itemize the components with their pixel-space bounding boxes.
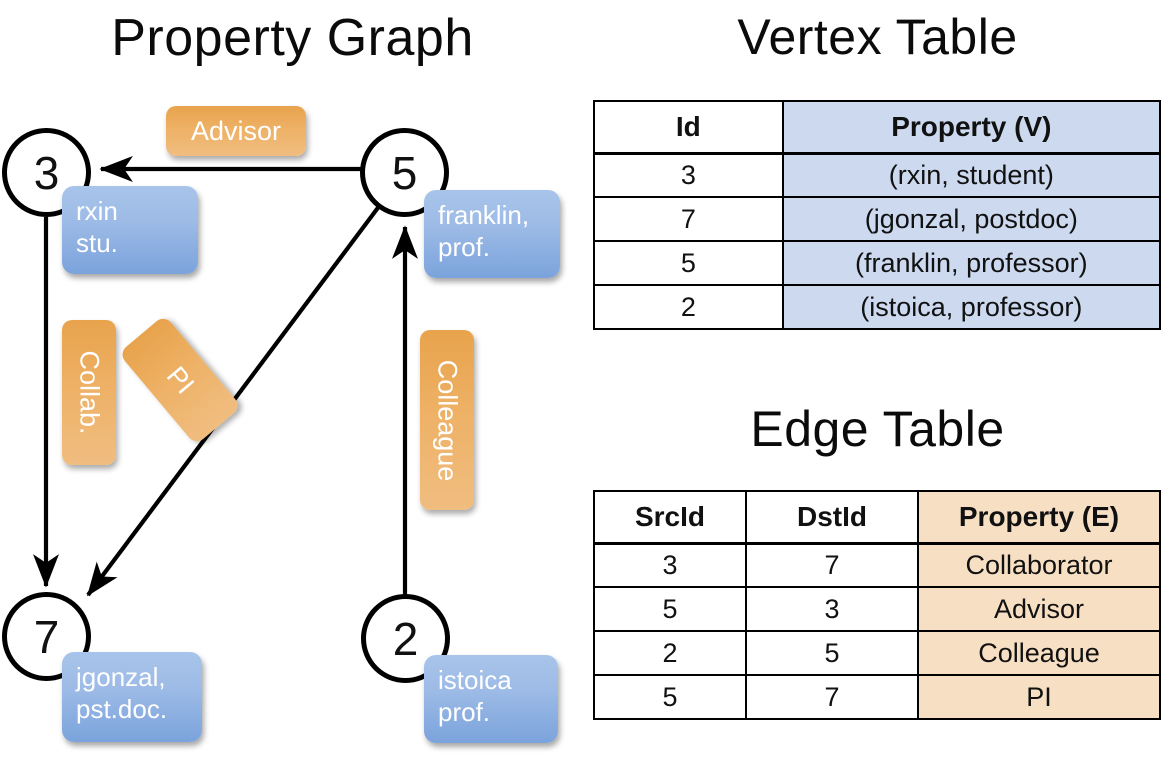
- edge-cell-dstid: 7: [745, 674, 919, 720]
- table-row[interactable]: 7 (jgonzal, postdoc): [593, 196, 1162, 242]
- edge-label-collab: Collab.: [62, 320, 116, 465]
- edge-cell-property: Advisor: [917, 586, 1161, 632]
- vertex-cell-id: 3: [593, 152, 784, 198]
- node-property-istoica-line2: prof.: [438, 696, 491, 727]
- edge-cell-property: Colleague: [917, 630, 1161, 676]
- graph-node-2-label: 2: [392, 612, 419, 665]
- edge-cell-dstid: 3: [745, 586, 919, 632]
- vertex-cell-id: 2: [593, 284, 784, 330]
- table-row[interactable]: 5 (franklin, professor): [593, 240, 1162, 286]
- edge-label-colleague-text: Colleague: [432, 359, 463, 481]
- edge-label-advisor-text: Advisor: [190, 115, 282, 146]
- graph-node-7-label: 7: [33, 610, 60, 663]
- node-property-jgonzal-line1: jgonzal,: [76, 662, 166, 692]
- graph-node-5-label: 5: [391, 146, 418, 199]
- page-title-property-graph: Property Graph: [111, 9, 474, 67]
- graph-node-3-label: 3: [33, 146, 60, 199]
- vertex-table-header-row: Id Property (V): [593, 100, 1162, 155]
- edge-label-pi-text: PI: [160, 360, 201, 400]
- edge-cell-dstid: 5: [745, 630, 919, 676]
- vertex-cell-id: 5: [593, 240, 784, 286]
- vertex-cell-property: (jgonzal, postdoc): [781, 196, 1162, 242]
- edge-cell-srcid: 5: [593, 586, 747, 632]
- vertex-table-header-property: Property (V): [781, 100, 1162, 155]
- edge-cell-property: Collaborator: [917, 542, 1161, 588]
- node-property-jgonzal-line2: pst.doc.: [76, 693, 168, 724]
- vertex-cell-property: (franklin, professor): [781, 240, 1162, 286]
- node-property-franklin-line1: franklin,: [438, 200, 530, 230]
- edge-label-collab-text: Collab.: [74, 350, 105, 435]
- edge-cell-srcid: 2: [593, 630, 747, 676]
- node-property-box-istoica: istoica prof.: [424, 655, 558, 743]
- edge-cell-property: PI: [917, 674, 1161, 720]
- table-row[interactable]: 2 5 Colleague: [593, 630, 1161, 676]
- edge-cell-srcid: 3: [593, 542, 747, 588]
- table-row[interactable]: 5 7 PI: [593, 674, 1161, 720]
- node-property-box-rxin: rxin stu.: [62, 186, 198, 274]
- vertex-cell-id: 7: [593, 196, 784, 242]
- table-row[interactable]: 3 (rxin, student): [593, 152, 1162, 198]
- page-title-vertex-table: Vertex Table: [737, 9, 1018, 65]
- table-row[interactable]: 2 (istoica, professor): [593, 284, 1162, 330]
- vertex-cell-property: (rxin, student): [781, 152, 1162, 198]
- page-title-edge-table: Edge Table: [750, 401, 1005, 457]
- node-property-box-jgonzal: jgonzal, pst.doc.: [62, 652, 202, 742]
- vertex-table: Id Property (V) 3 (rxin, student) 7 (jgo…: [593, 100, 1162, 330]
- edge-table-header-dstid: DstId: [745, 490, 919, 545]
- edge-table-header-property: Property (E): [917, 490, 1161, 545]
- node-property-franklin-line2: prof.: [438, 231, 491, 262]
- vertex-table-header-id: Id: [593, 100, 784, 155]
- graph-node-2[interactable]: 2: [361, 594, 450, 683]
- property-graph-diagram: 3 5 7 2 rxin stu. franklin, prof. jgonza…: [2, 106, 560, 743]
- edge-table-header-srcid: SrcId: [593, 490, 747, 545]
- edge-table-header-row: SrcId DstId Property (E): [593, 490, 1161, 545]
- edge-cell-dstid: 7: [745, 542, 919, 588]
- edge-table: SrcId DstId Property (E) 3 7 Collaborato…: [593, 490, 1161, 720]
- table-row[interactable]: 3 7 Collaborator: [593, 542, 1161, 588]
- node-property-rxin-line1: rxin: [76, 196, 118, 226]
- edge-label-advisor: Advisor: [166, 106, 306, 156]
- node-property-istoica-line1: istoica: [438, 665, 512, 695]
- node-property-rxin-line2: stu.: [76, 227, 118, 258]
- edge-cell-srcid: 5: [593, 674, 747, 720]
- edge-label-colleague: Colleague: [420, 330, 474, 510]
- vertex-cell-property: (istoica, professor): [781, 284, 1162, 330]
- node-property-box-franklin: franklin, prof.: [424, 190, 560, 278]
- graph-node-5[interactable]: 5: [360, 128, 449, 217]
- table-row[interactable]: 5 3 Advisor: [593, 586, 1161, 632]
